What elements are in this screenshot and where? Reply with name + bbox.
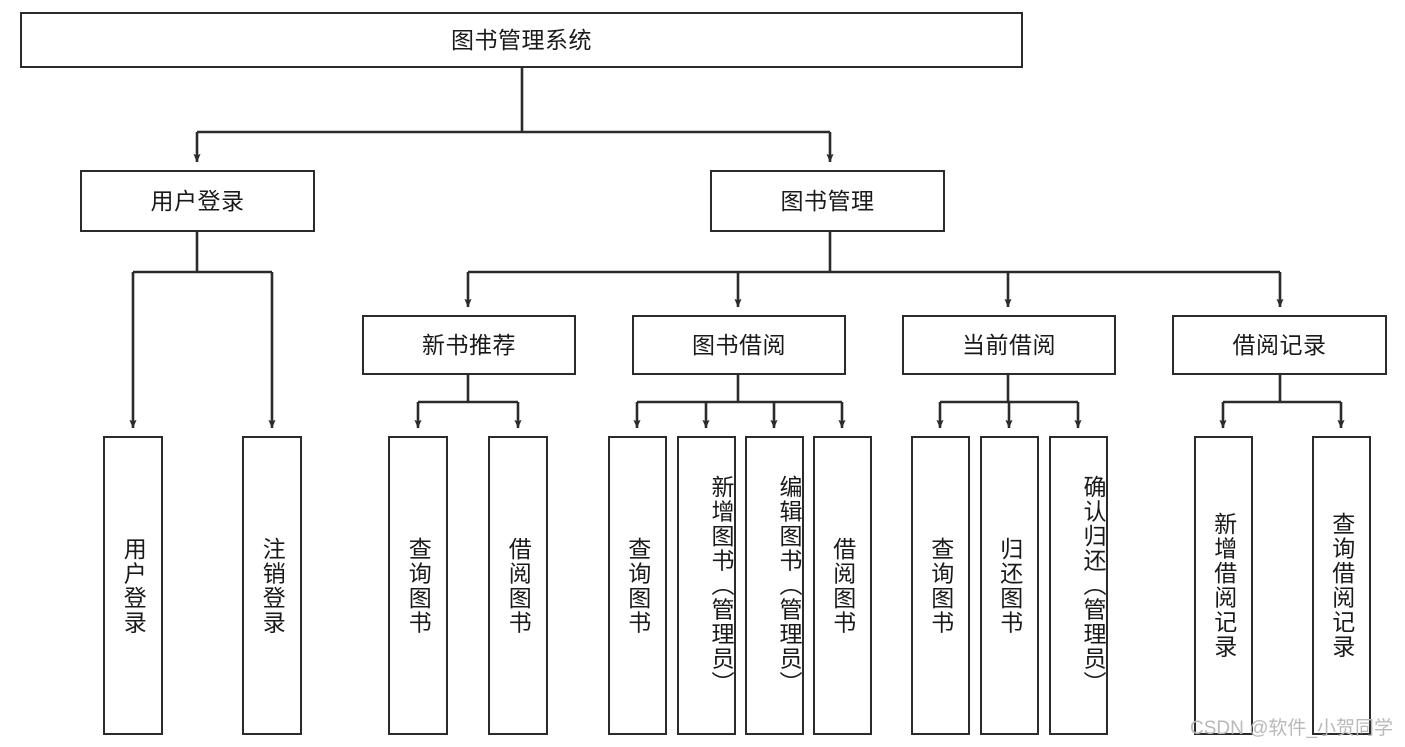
node-leaf-logout[interactable]: 注销登录 (242, 436, 302, 735)
node-book-management[interactable]: 图书管理 (710, 170, 945, 232)
node-leaf-query-book-1[interactable]: 查询图书 (388, 436, 448, 735)
node-leaf-add-record[interactable]: 新增借阅记录 (1194, 436, 1253, 735)
node-leaf-query-book-2[interactable]: 查询图书 (608, 436, 667, 735)
csdn-watermark: CSDN @软件_小贺同学 (1190, 718, 1393, 739)
node-new-book-recommend[interactable]: 新书推荐 (362, 315, 576, 375)
node-leaf-confirm-return[interactable]: 确认归还（管理员） (1049, 436, 1108, 735)
node-leaf-query-book-3[interactable]: 查询图书 (911, 436, 970, 735)
node-user-login[interactable]: 用户登录 (80, 170, 315, 232)
node-leaf-borrow-book-1[interactable]: 借阅图书 (488, 436, 548, 735)
node-book-borrow[interactable]: 图书借阅 (632, 315, 846, 375)
node-leaf-query-record[interactable]: 查询借阅记录 (1312, 436, 1371, 735)
node-leaf-edit-book[interactable]: 编辑图书（管理员） (745, 436, 804, 735)
node-leaf-return-book[interactable]: 归还图书 (980, 436, 1039, 735)
node-leaf-add-book[interactable]: 新增图书（管理员） (677, 436, 736, 735)
node-leaf-borrow-book-2[interactable]: 借阅图书 (813, 436, 872, 735)
node-current-borrow[interactable]: 当前借阅 (902, 315, 1116, 375)
node-leaf-user-login[interactable]: 用户登录 (103, 436, 163, 735)
node-borrow-record[interactable]: 借阅记录 (1172, 315, 1387, 375)
node-root[interactable]: 图书管理系统 (20, 12, 1023, 68)
